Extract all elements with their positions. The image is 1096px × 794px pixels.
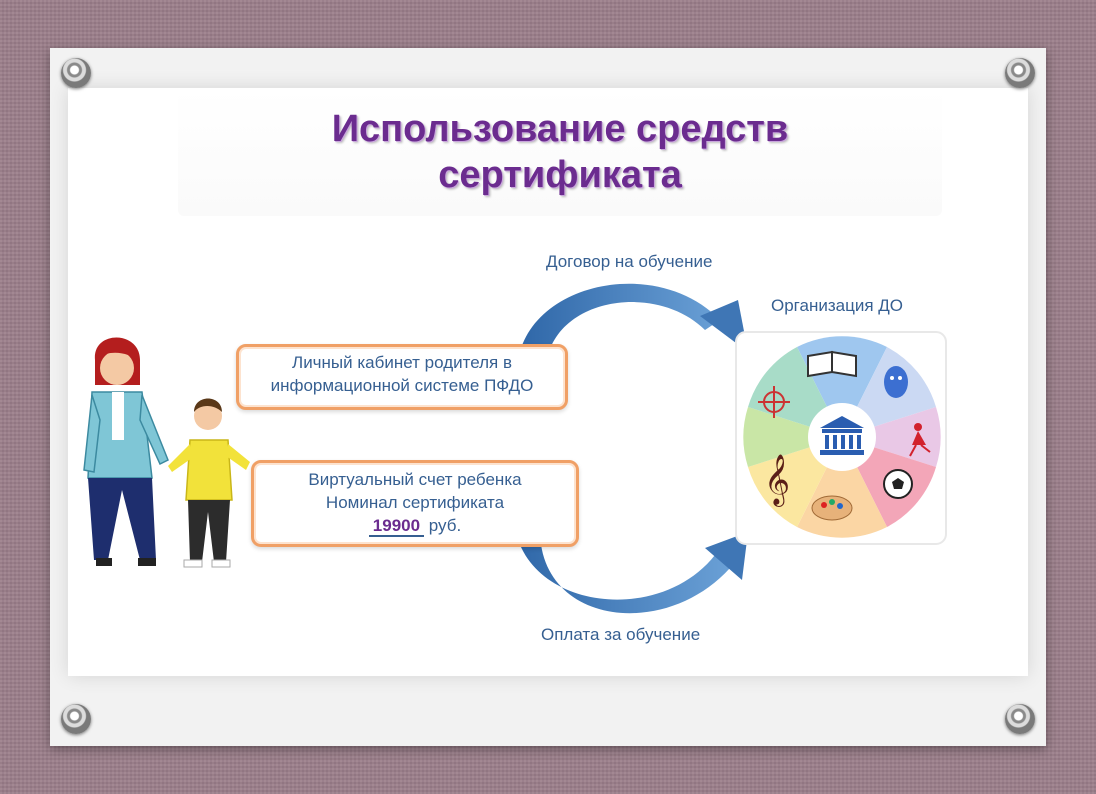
svg-text:𝄞: 𝄞 [764,454,790,507]
account-line-2: Номинал сертификата [325,493,505,512]
parent-figure [83,337,169,566]
parent-cabinet-box: Личный кабинет родителя в информационной… [236,344,568,410]
compass-target-icon [758,386,790,418]
title-band [178,88,942,216]
certificate-amount: 19900 [368,516,425,537]
dancer-icon [909,423,931,457]
palette-icon [811,495,853,521]
museum-icon [820,416,864,455]
pin-icon [1005,58,1035,88]
payment-label: Оплата за обучение [541,625,701,644]
organization-label: Организация ДО [771,296,903,315]
certificate-amount-row: 19900 руб. [254,514,576,537]
title-line-1: Использование средств [331,108,789,150]
book-icon [807,350,857,378]
payment-arrow [515,528,748,614]
pin-icon [61,704,91,734]
page-title: Использование средств сертификата [178,106,942,198]
child-figure [168,398,250,568]
pin-icon [61,58,91,88]
theater-mask-icon [884,366,908,398]
organization-panel: 𝄞 [735,331,947,545]
soccer-ball-icon [883,469,913,499]
contract-label: Договор на обучение [546,252,713,271]
treble-clef-icon: 𝄞 [764,454,790,507]
cabinet-line-1: Личный кабинет родителя в [292,353,512,372]
currency-label: руб. [428,516,462,535]
account-line-1: Виртуальный счет ребенка [308,470,522,489]
pin-icon [1005,704,1035,734]
title-line-2: сертификата [438,154,682,196]
cabinet-line-2: информационной системе ПФДО [270,376,534,395]
child-account-box: Виртуальный счет ребенка Номинал сертифи… [251,460,579,547]
